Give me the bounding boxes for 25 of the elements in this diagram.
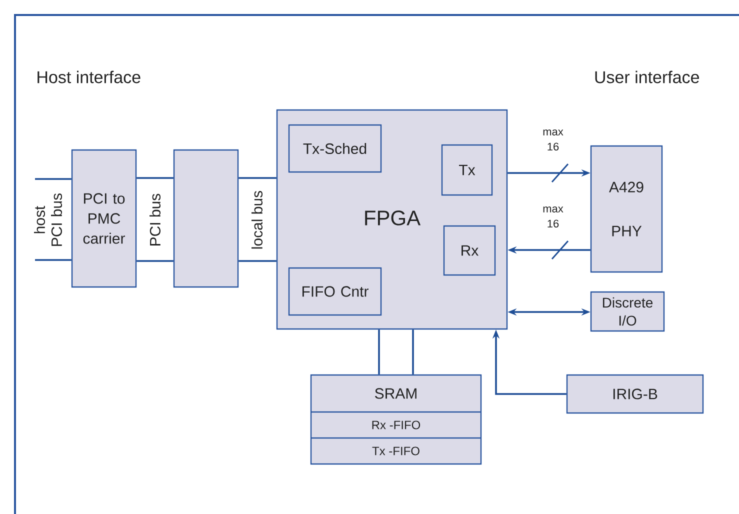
connector-line xyxy=(412,330,414,374)
bus-label: host PCI bus xyxy=(34,193,62,246)
memory-box: SRAM Rx -FIFO Tx -FIFO xyxy=(310,374,482,465)
bus-label: local bus xyxy=(252,190,262,249)
connector-line xyxy=(238,260,276,262)
block-box: FIFO Cntr xyxy=(288,267,382,316)
block-box: Tx-Sched xyxy=(288,124,382,173)
block-box: A429 PHY xyxy=(590,145,663,273)
bus-label: PCI bus xyxy=(150,194,160,246)
connector-line xyxy=(378,330,380,374)
connector-line xyxy=(136,260,174,262)
section-heading: User interface xyxy=(595,70,700,84)
connector-line xyxy=(35,259,72,261)
block-box: Tx xyxy=(441,144,493,196)
connector-line xyxy=(136,177,174,179)
section-heading: Host interface xyxy=(38,70,140,84)
connector-line xyxy=(238,177,276,179)
block-box: IRIG-B xyxy=(566,374,704,414)
block-box: Discrete I/O xyxy=(590,291,665,332)
block-box: Rx xyxy=(443,225,496,276)
connector-line xyxy=(35,178,72,180)
edge-label: max 16 xyxy=(543,130,564,151)
block-box xyxy=(173,149,239,288)
block-box: PCI to PMC carrier xyxy=(71,149,137,288)
edge-label: max 16 xyxy=(543,206,564,228)
